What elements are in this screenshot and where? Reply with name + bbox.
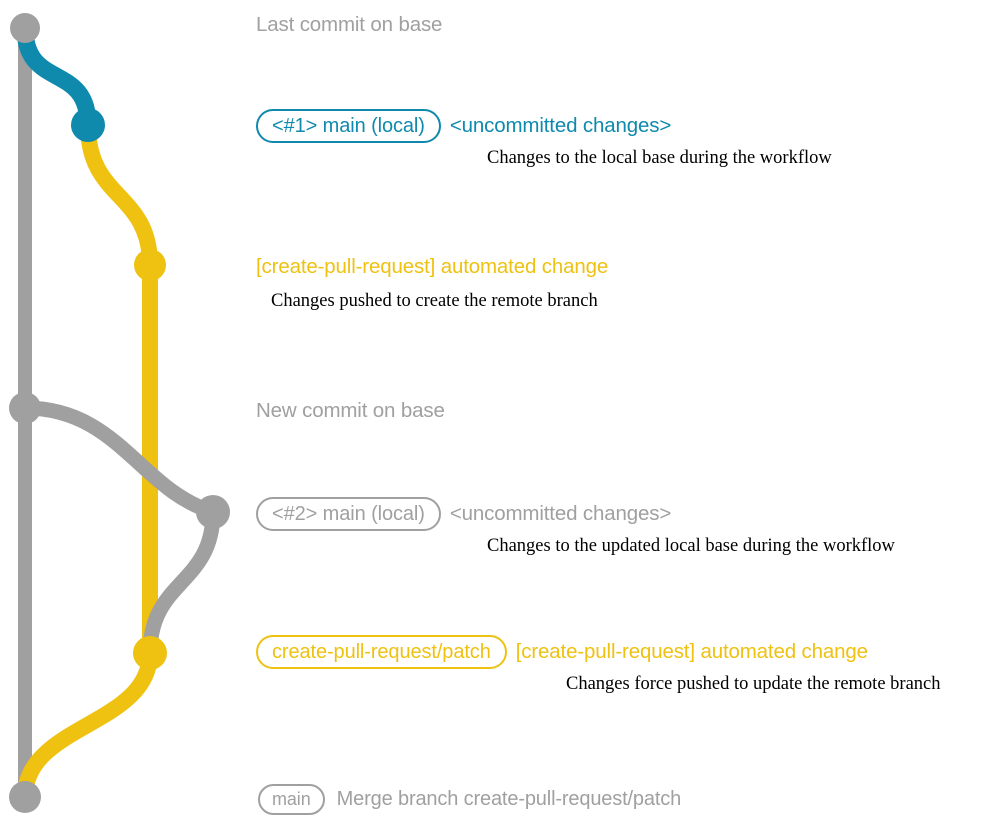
commit-description-local-1: Changes to the local base during the wor… [487, 148, 832, 168]
commit-dot-local-1[interactable] [71, 108, 105, 142]
commit-entry-remote-2: create-pull-request/patch [create-pull-r… [0, 635, 981, 669]
commit-description-local-2: Changes to the updated local base during… [487, 536, 895, 556]
commit-message-local-1: <uncommitted changes> [449, 113, 672, 137]
commit-dot-remote-1[interactable] [134, 249, 166, 281]
commit-entry-head: create-pull-request/patch [create-pull-r… [0, 635, 981, 669]
commit-description-remote-2: Changes force pushed to update the remot… [566, 674, 941, 694]
commit-entry-local-1: <#1> main (local) <uncommitted changes> [0, 109, 981, 143]
merge-line-local-2-to-remote-2 [142, 504, 221, 661]
commit-entry-head: <#2> main (local) <uncommitted changes> [0, 497, 981, 531]
commit-entry-head: main Merge branch create-pull-request/pa… [0, 782, 981, 816]
commit-description-remote-1: Changes pushed to create the remote bran… [271, 291, 598, 311]
merge-line-remote-2-to-base [17, 645, 158, 805]
commit-message-local-2: <uncommitted changes> [449, 501, 672, 525]
commit-dot-base-head[interactable] [10, 13, 40, 43]
commit-label-new-commit-on-base: New commit on base [256, 399, 445, 422]
commit-entry-merge: main Merge branch create-pull-request/pa… [0, 782, 981, 816]
branch-badge-create-pull-request-patch[interactable]: create-pull-request/patch [256, 635, 507, 669]
commit-dot-base-new[interactable] [9, 392, 41, 424]
commit-message-merge: Merge branch create-pull-request/patch [336, 788, 682, 810]
commit-label-last-commit-on-base: Last commit on base [256, 13, 443, 36]
branch-badge-main[interactable]: main [258, 783, 325, 815]
branch-line-local-1 [16, 19, 97, 134]
branch-badge-main-local-2[interactable]: <#2> main (local) [256, 497, 441, 531]
commit-message-remote-2: [create-pull-request] automated change [515, 639, 868, 663]
commit-dot-local-2[interactable] [196, 495, 230, 529]
branch-badge-main-local-1[interactable]: <#1> main (local) [256, 109, 441, 143]
branch-line-local-2 [17, 400, 221, 520]
commit-message-remote-1: [create-pull-request] automated change [256, 255, 609, 278]
commit-dot-merge[interactable] [9, 781, 41, 813]
commit-dot-remote-2[interactable] [133, 636, 167, 670]
commit-entry-local-2: <#2> main (local) <uncommitted changes> [0, 497, 981, 531]
commit-entry-head: <#1> main (local) <uncommitted changes> [0, 109, 981, 143]
